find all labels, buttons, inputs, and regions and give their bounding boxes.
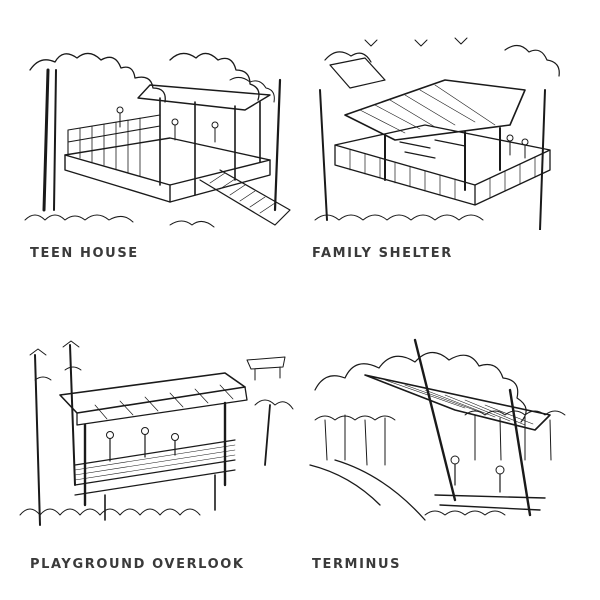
family-shelter-caption: FAMILY SHELTER bbox=[312, 246, 453, 261]
terminus-caption: TERMINUS bbox=[312, 557, 402, 572]
terminus-sketch bbox=[305, 320, 590, 530]
playground-overlook-sketch bbox=[15, 335, 300, 535]
teen-house-caption: TEEN HOUSE bbox=[30, 246, 139, 261]
playground-overlook-caption: PLAYGROUND OVERLOOK bbox=[30, 557, 245, 572]
teen-house-sketch bbox=[20, 30, 300, 230]
family-shelter-sketch bbox=[305, 30, 585, 230]
